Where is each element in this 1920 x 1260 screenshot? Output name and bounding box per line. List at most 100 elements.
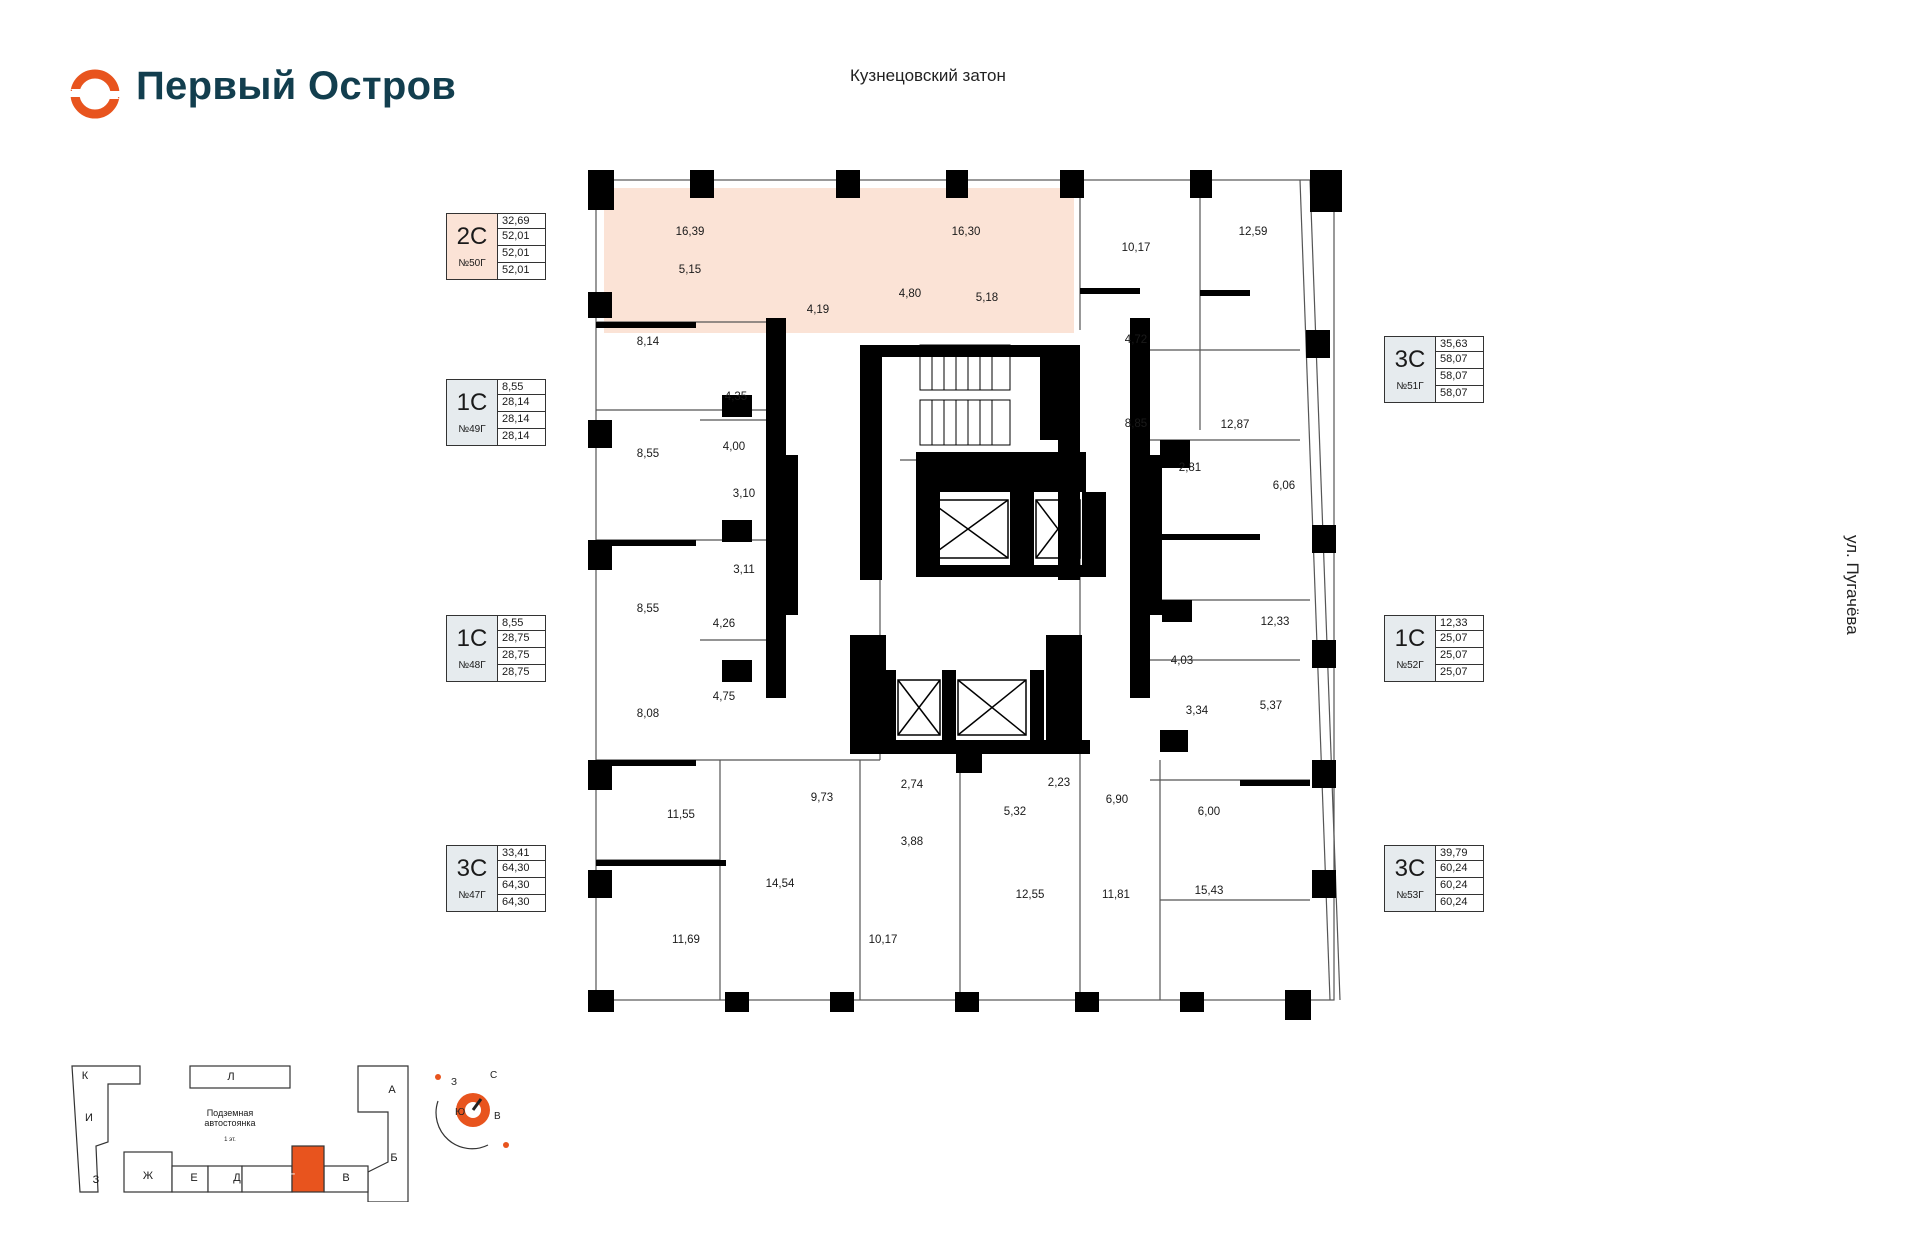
room-area-label: 4,75: [712, 691, 736, 703]
apartment-area: 28,75: [498, 665, 546, 682]
apartment-card-51[interactable]: 3С №51Г 35,63 58,07 58,07 58,07: [1384, 336, 1484, 403]
section-label-current[interactable]: Г: [289, 1172, 295, 1184]
current-section-block: [291, 1145, 325, 1193]
apartment-area: 64,30: [498, 861, 546, 878]
apartment-badge: [446, 379, 498, 446]
apartment-area: 39,79: [1436, 845, 1484, 861]
apartment-area: 28,75: [498, 631, 546, 648]
room-area-label: 5,37: [1259, 700, 1283, 712]
apartment-card-49[interactable]: 1С №49Г 8,55 28,14 28,14 28,14: [446, 379, 546, 446]
highlighted-apartment: [604, 188, 1074, 333]
apartment-area: 25,07: [1436, 665, 1484, 682]
apartment-area: 58,07: [1436, 352, 1484, 369]
room-area-label: 11,55: [667, 809, 695, 821]
room-area-label: 16,30: [951, 226, 981, 238]
apartment-area: 58,07: [1436, 369, 1484, 386]
apartment-badge: [446, 845, 498, 912]
apartment-area: 32,69: [498, 213, 546, 229]
room-area-label: 9,73: [810, 792, 834, 804]
apartment-type: 2С: [456, 223, 488, 250]
room-area-label: 6,00: [1197, 806, 1221, 818]
apartment-area: 35,63: [1436, 336, 1484, 352]
section-label[interactable]: А: [388, 1084, 396, 1096]
apartment-area: 58,07: [1436, 386, 1484, 403]
apartment-card-48[interactable]: 1С №48Г 8,55 28,75 28,75 28,75: [446, 615, 546, 682]
room-area-label: 8,08: [636, 708, 660, 720]
room-area-label: 12,59: [1238, 226, 1268, 238]
apartment-area: 28,14: [498, 395, 546, 412]
apartment-type: 3С: [1394, 346, 1426, 373]
apartment-area: 60,24: [1436, 878, 1484, 895]
apartment-area: 12,33: [1436, 615, 1484, 631]
room-area-label: 15,43: [1194, 885, 1224, 897]
room-area-label: 4,19: [806, 304, 830, 316]
apartment-badge: [1384, 615, 1436, 682]
apartment-area: 64,30: [498, 878, 546, 895]
site-plan: [71, 1065, 409, 1202]
apartment-badge: [446, 213, 498, 280]
apartment-number: №51Г: [1396, 381, 1424, 392]
section-label[interactable]: Д: [233, 1172, 241, 1184]
room-area-label: 8,55: [636, 603, 660, 615]
section-label[interactable]: Л: [227, 1071, 235, 1083]
brand-name: Первый Остров: [136, 64, 457, 108]
apartment-number: №50Г: [458, 258, 486, 269]
apartment-number: №52Г: [1396, 660, 1424, 671]
section-label[interactable]: Е: [190, 1172, 198, 1184]
room-area-label: 6,90: [1105, 794, 1129, 806]
room-area-label: 3,88: [900, 836, 924, 848]
room-area-label: 11,81: [1102, 889, 1130, 901]
brand-logo-icon: [68, 69, 122, 119]
apartment-type: 3С: [1394, 855, 1426, 882]
compass-west-label: З: [451, 1077, 458, 1088]
room-area-label: 16,39: [675, 226, 705, 238]
room-area-label: 8,14: [636, 336, 660, 348]
apartment-area: 25,07: [1436, 631, 1484, 648]
apartment-area: 28,14: [498, 412, 546, 429]
compass-south-label: Ю: [455, 1107, 466, 1118]
section-label[interactable]: Б: [390, 1152, 398, 1164]
room-area-label: 4,80: [898, 288, 922, 300]
apartment-type: 1С: [1394, 625, 1426, 652]
apartment-card-52[interactable]: 1С №52Г 12,33 25,07 25,07 25,07: [1384, 615, 1484, 682]
room-area-label: 8,55: [636, 448, 660, 460]
apartment-area: 60,24: [1436, 861, 1484, 878]
apartment-area: 33,41: [498, 845, 546, 861]
room-area-label: 6,06: [1272, 480, 1296, 492]
apartment-card-47[interactable]: 3С №47Г 33,41 64,30 64,30 64,30: [446, 845, 546, 912]
parking-label: Подземная автостоянка: [204, 1108, 256, 1128]
room-area-label: 5,15: [678, 264, 702, 276]
apartment-type: 1С: [456, 389, 488, 416]
apartment-number: №48Г: [458, 660, 486, 671]
room-area-label: 4,26: [712, 618, 736, 630]
room-area-label: 3,34: [1185, 705, 1209, 717]
room-area-label: 2,74: [900, 779, 924, 791]
room-area-label: 4,03: [1170, 655, 1194, 667]
section-label[interactable]: Ж: [142, 1170, 154, 1182]
apartment-area: 25,07: [1436, 648, 1484, 665]
section-label[interactable]: К: [81, 1070, 89, 1082]
apartment-number: №53Г: [1396, 890, 1424, 901]
room-area-label: 12,33: [1260, 616, 1290, 628]
apartment-badge: [446, 615, 498, 682]
section-label[interactable]: В: [342, 1172, 350, 1184]
section-label[interactable]: З: [92, 1174, 100, 1186]
apartment-area: 52,01: [498, 246, 546, 263]
room-area-label: 2,81: [1178, 462, 1202, 474]
compass-east-label: В: [494, 1111, 501, 1122]
room-area-label: 10,17: [868, 934, 898, 946]
apartment-area: 52,01: [498, 263, 546, 280]
apartment-number: №49Г: [458, 424, 486, 435]
apartment-area: 8,55: [498, 379, 546, 395]
compass-north-label: С: [490, 1070, 498, 1081]
apartment-card-50[interactable]: 2С №50Г 32,69 52,01 52,01 52,01: [446, 213, 546, 280]
apartment-area: 60,24: [1436, 895, 1484, 912]
room-area-label: 11,69: [672, 934, 700, 946]
section-label[interactable]: И: [85, 1112, 93, 1124]
room-area-label: 12,87: [1220, 419, 1250, 431]
compass-icon: [435, 1074, 509, 1150]
apartment-type: 3С: [456, 855, 488, 882]
room-area-label: 3,10: [732, 488, 756, 500]
apartment-card-53[interactable]: 3С №53Г 39,79 60,24 60,24 60,24: [1384, 845, 1484, 912]
room-area-label: 8,85: [1124, 418, 1148, 430]
